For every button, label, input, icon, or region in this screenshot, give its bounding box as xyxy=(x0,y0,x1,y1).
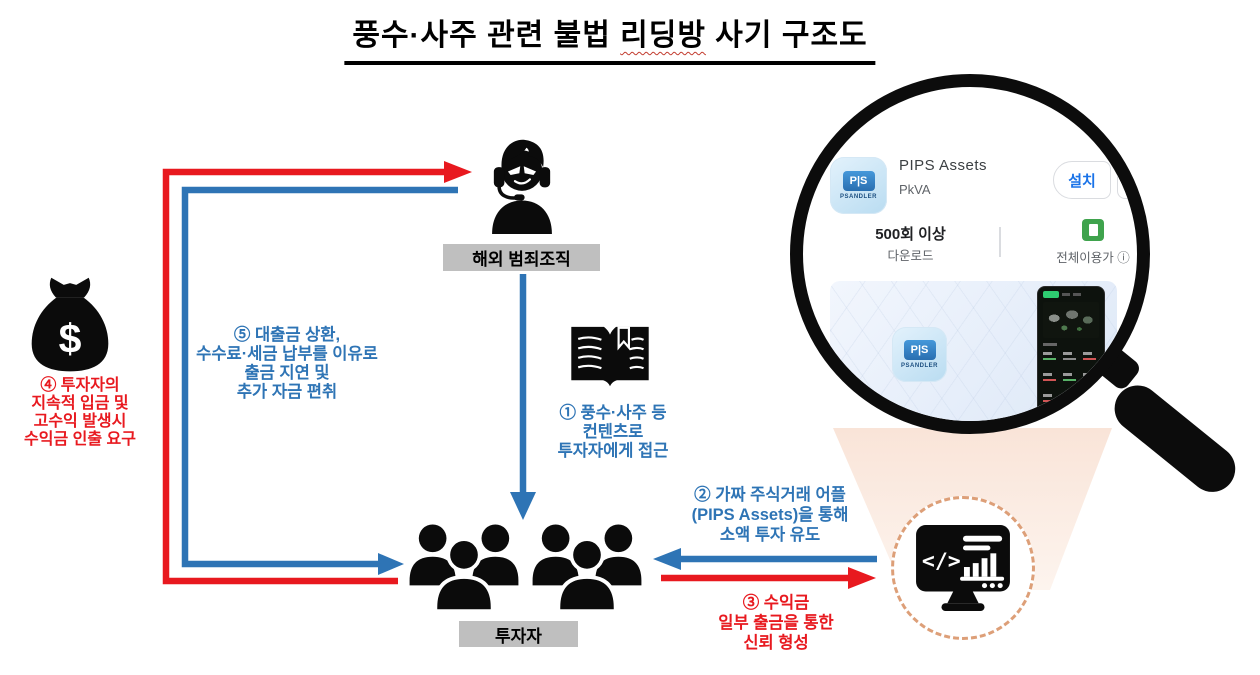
criminal-org-label: 해외 범죄조직 xyxy=(443,244,600,271)
ticker-grid xyxy=(1043,350,1099,410)
arrow-investors-to-org-red xyxy=(162,161,472,585)
step5-annotation: ⑤ 대출금 상환, 수수료·세금 납부를 이유로 출금 지연 및 추가 자금 편… xyxy=(196,326,378,401)
banner-app-icon: P|S PSANDLER xyxy=(892,327,947,382)
code-monitor-icon: </> xyxy=(916,524,1010,612)
content-rating-icon xyxy=(1082,219,1104,241)
step3-annotation: ③ 수익금 일부 출금을 통한 신뢰 형성 xyxy=(718,594,834,652)
investors-label: 투자자 xyxy=(459,621,578,647)
title-pre: 풍수·사주 관련 불법 xyxy=(352,19,621,52)
money-bag-icon: $ xyxy=(31,277,109,372)
app-brand: PSANDLER xyxy=(839,194,877,200)
arrow-platform-to-investors-blue xyxy=(653,548,877,570)
arrow-investors-to-platform-red xyxy=(661,567,876,589)
title-highlight: 리딩방 xyxy=(620,19,706,52)
arrow-org-down-blue xyxy=(510,274,536,520)
headset-scammer-icon xyxy=(492,139,552,234)
downloads-count: 500회 이상 xyxy=(875,226,946,243)
world-map-graphic xyxy=(1043,302,1099,338)
phone-green-badge xyxy=(1043,291,1059,298)
people-group-icon xyxy=(532,524,642,613)
app-screenshot-phone xyxy=(1037,286,1105,416)
app-icon: P|S PSANDLER xyxy=(830,157,887,214)
app-name: PIPS Assets xyxy=(899,157,988,174)
app-logo: P|S xyxy=(842,171,875,191)
step1-annotation: ① 풍수·사주 등 컨텐츠로 투자자에게 접근 xyxy=(557,404,669,460)
people-group-icon xyxy=(409,524,519,613)
content-rating-label: 전체이용가 ⓘ xyxy=(1056,251,1130,265)
fake-platform-circle: </> xyxy=(891,496,1035,640)
info-icon: ⓘ xyxy=(1117,251,1130,265)
arrow-org-to-investors-blue xyxy=(181,186,458,575)
svg-text:$: $ xyxy=(59,316,82,362)
open-book-icon xyxy=(571,326,649,387)
app-developer: PkVA xyxy=(899,182,931,197)
downloads-label: 다운로드 xyxy=(887,249,934,263)
step4-annotation: ④ 투자자의 지속적 입금 및 고수익 발생시 수익금 인출 요구 xyxy=(24,377,136,448)
stat-divider xyxy=(999,227,1001,257)
title-post: 사기 구조도 xyxy=(705,19,868,52)
secondary-button-partial[interactable] xyxy=(1117,161,1137,199)
step2-annotation: ② 가짜 주식거래 어플 (PIPS Assets)을 통해 소액 투자 유도 xyxy=(691,486,849,544)
install-button[interactable]: 설치 xyxy=(1053,161,1111,199)
svg-text:</>: </> xyxy=(922,549,961,574)
magnifier-lens: P|S PSANDLER PIPS Assets PkVA 설치 500회 이상… xyxy=(790,74,1150,434)
page-title: 풍수·사주 관련 불법 리딩방 사기 구조도 xyxy=(344,10,876,65)
feature-banner: P|S PSANDLER xyxy=(830,281,1117,421)
